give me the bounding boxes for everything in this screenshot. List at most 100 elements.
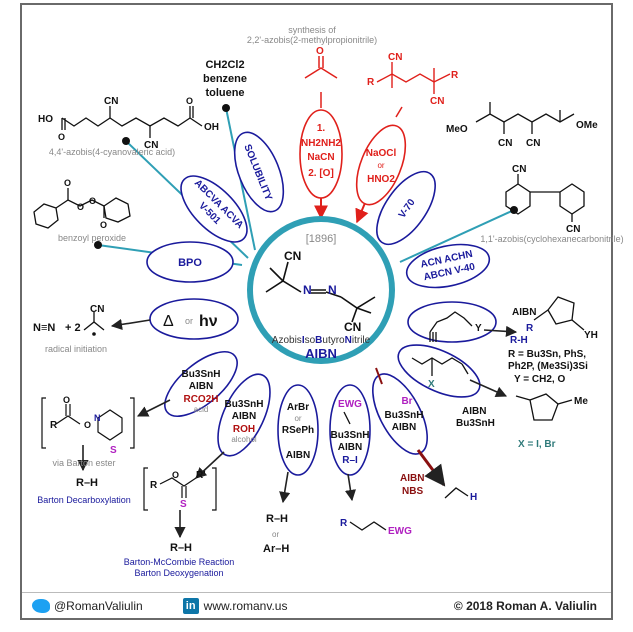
twitter-icon: [32, 599, 50, 613]
barton-deoxy-caption: Barton Deoxygenation: [134, 568, 223, 578]
hydrazo-cn2: CN: [430, 96, 444, 107]
cyclopentane-product: [533, 296, 585, 331]
barton-r: R: [50, 420, 58, 431]
ewg-aibn: AIBN: [338, 442, 362, 453]
barton-o1: O: [63, 395, 70, 405]
v70-structure: [475, 102, 575, 134]
radical-initiation-caption: radical initiation: [45, 344, 107, 354]
r-def-2: Ph2P, (Me3Si)3Si: [508, 361, 588, 372]
barton-s: S: [110, 445, 117, 456]
achn-caption: 1,1'-azobis(cyclohexanecarbonitrile): [480, 234, 623, 244]
product-or: or: [272, 530, 279, 539]
abcva-o2: O: [186, 96, 193, 106]
solvent-dcm: CH2Cl2: [205, 59, 244, 71]
methylcyclopentane-product: [515, 393, 573, 421]
plus-two: + 2: [65, 322, 81, 334]
halide-me: Me: [574, 396, 588, 407]
arbr-label: ArBr: [287, 402, 309, 413]
x-def: X = I, Br: [518, 439, 556, 450]
hydrazo-r1: R: [367, 77, 375, 88]
bpo-o4: O: [100, 220, 107, 230]
nbs-aibn: AIBN: [400, 473, 424, 484]
abcva-oh: OH: [204, 122, 219, 133]
petals: [146, 131, 497, 476]
petal-barton-alcohol: [217, 373, 271, 457]
alc-roh: ROH: [233, 424, 255, 435]
synth-hydrazine: NH2NH2: [301, 138, 341, 149]
radical-cn: CN: [90, 304, 104, 315]
petal-ewg: [329, 384, 371, 476]
petal-v70: [376, 170, 436, 246]
abcva-structure: [61, 106, 203, 138]
acid-rco2h: RCO2H: [183, 394, 218, 405]
barton-mccombie-caption: Barton-McCombie Reaction: [124, 557, 235, 567]
v70-cn2: CN: [526, 138, 540, 149]
xanthate-o: O: [172, 470, 179, 480]
hydrazo-cn1: CN: [388, 52, 402, 63]
twitter-text: @RomanValiulin: [54, 599, 143, 613]
bpo-o1: O: [64, 178, 71, 188]
abcva-caption: 4,4'-azobis(4-cyanovaleric acid): [49, 147, 175, 157]
enyne-structure: [429, 311, 473, 342]
synth-step2: 2. [O]: [308, 168, 334, 179]
hydrazo-r2: R: [451, 70, 459, 81]
abcva-o1: O: [58, 132, 65, 142]
deoxy-rh: R–H: [170, 542, 192, 554]
barton-n: N: [94, 413, 101, 423]
product-rh: R–H: [266, 513, 288, 525]
acid-caption: acid: [194, 405, 209, 414]
br-bu3snh: Bu3SnH: [385, 410, 424, 421]
alc-caption: alcohol: [231, 435, 257, 444]
linkedin-icon: in: [182, 598, 199, 614]
y-def: Y = CH2, O: [514, 374, 565, 385]
petal-bpo-label: BPO: [178, 257, 202, 269]
heat-or: or: [185, 316, 193, 326]
barton-ester-structure: [41, 397, 135, 449]
website-link[interactable]: in www.romanv.us: [182, 598, 287, 614]
red-petals: [299, 109, 407, 206]
cyano-radical: [83, 312, 105, 331]
hydrazo-structure: [376, 62, 451, 94]
achn-cn2: CN: [566, 224, 580, 235]
xanthate-rprime: R': [196, 470, 206, 481]
via-barton-caption: via Barton ester: [52, 458, 115, 468]
cyc-yh: YH: [584, 330, 598, 341]
ox-or: or: [377, 161, 384, 170]
achn-cn1: CN: [512, 164, 526, 175]
twitter-handle[interactable]: @RomanValiulin: [32, 599, 143, 613]
barton-o2: O: [84, 420, 91, 430]
petal-acn: [405, 243, 491, 289]
copyright: © 2018 Roman A. Valiulin: [453, 599, 597, 613]
v70-cn1: CN: [498, 138, 512, 149]
decarb-rh: R–H: [76, 477, 98, 489]
enyne-y: Y: [475, 323, 482, 334]
synthesis-caption-2: 2,2'-azobis(2-methylpropionitrile): [247, 35, 377, 45]
petal-barton-acid: [164, 351, 238, 417]
halide-x: X: [428, 379, 435, 390]
spoke-dots: [94, 104, 518, 249]
arbr-or: or: [294, 414, 301, 423]
ewg-label: EWG: [338, 399, 362, 410]
azo-n1: N: [303, 283, 312, 297]
arbr-aibn: AIBN: [286, 450, 310, 461]
bpo-caption: benzoyl peroxide: [58, 233, 126, 243]
heat-symbol: Δ: [163, 313, 174, 330]
arrows: [77, 318, 518, 539]
rseph-label: RSePh: [282, 425, 314, 436]
petal-solubility: [233, 131, 285, 213]
cyclization-aibn: AIBN: [512, 307, 536, 318]
acetone-o: O: [316, 46, 324, 57]
footer: @RomanValiulin in www.romanv.us © 2018 R…: [22, 592, 611, 619]
abcva-ho: HO: [38, 114, 53, 125]
light-symbol: hν: [199, 313, 218, 330]
azo-n2: N: [328, 283, 337, 297]
acetone-structure: [304, 56, 338, 79]
center-cn-bottom: CN: [344, 320, 361, 334]
petal-alkyne: [407, 301, 497, 343]
nbs-nbs: NBS: [402, 486, 423, 497]
year-label: [1896]: [306, 233, 337, 245]
aibn-structure: [265, 261, 376, 323]
v70-meo: MeO: [446, 124, 468, 135]
ewg-bu3snh: Bu3SnH: [331, 430, 370, 441]
